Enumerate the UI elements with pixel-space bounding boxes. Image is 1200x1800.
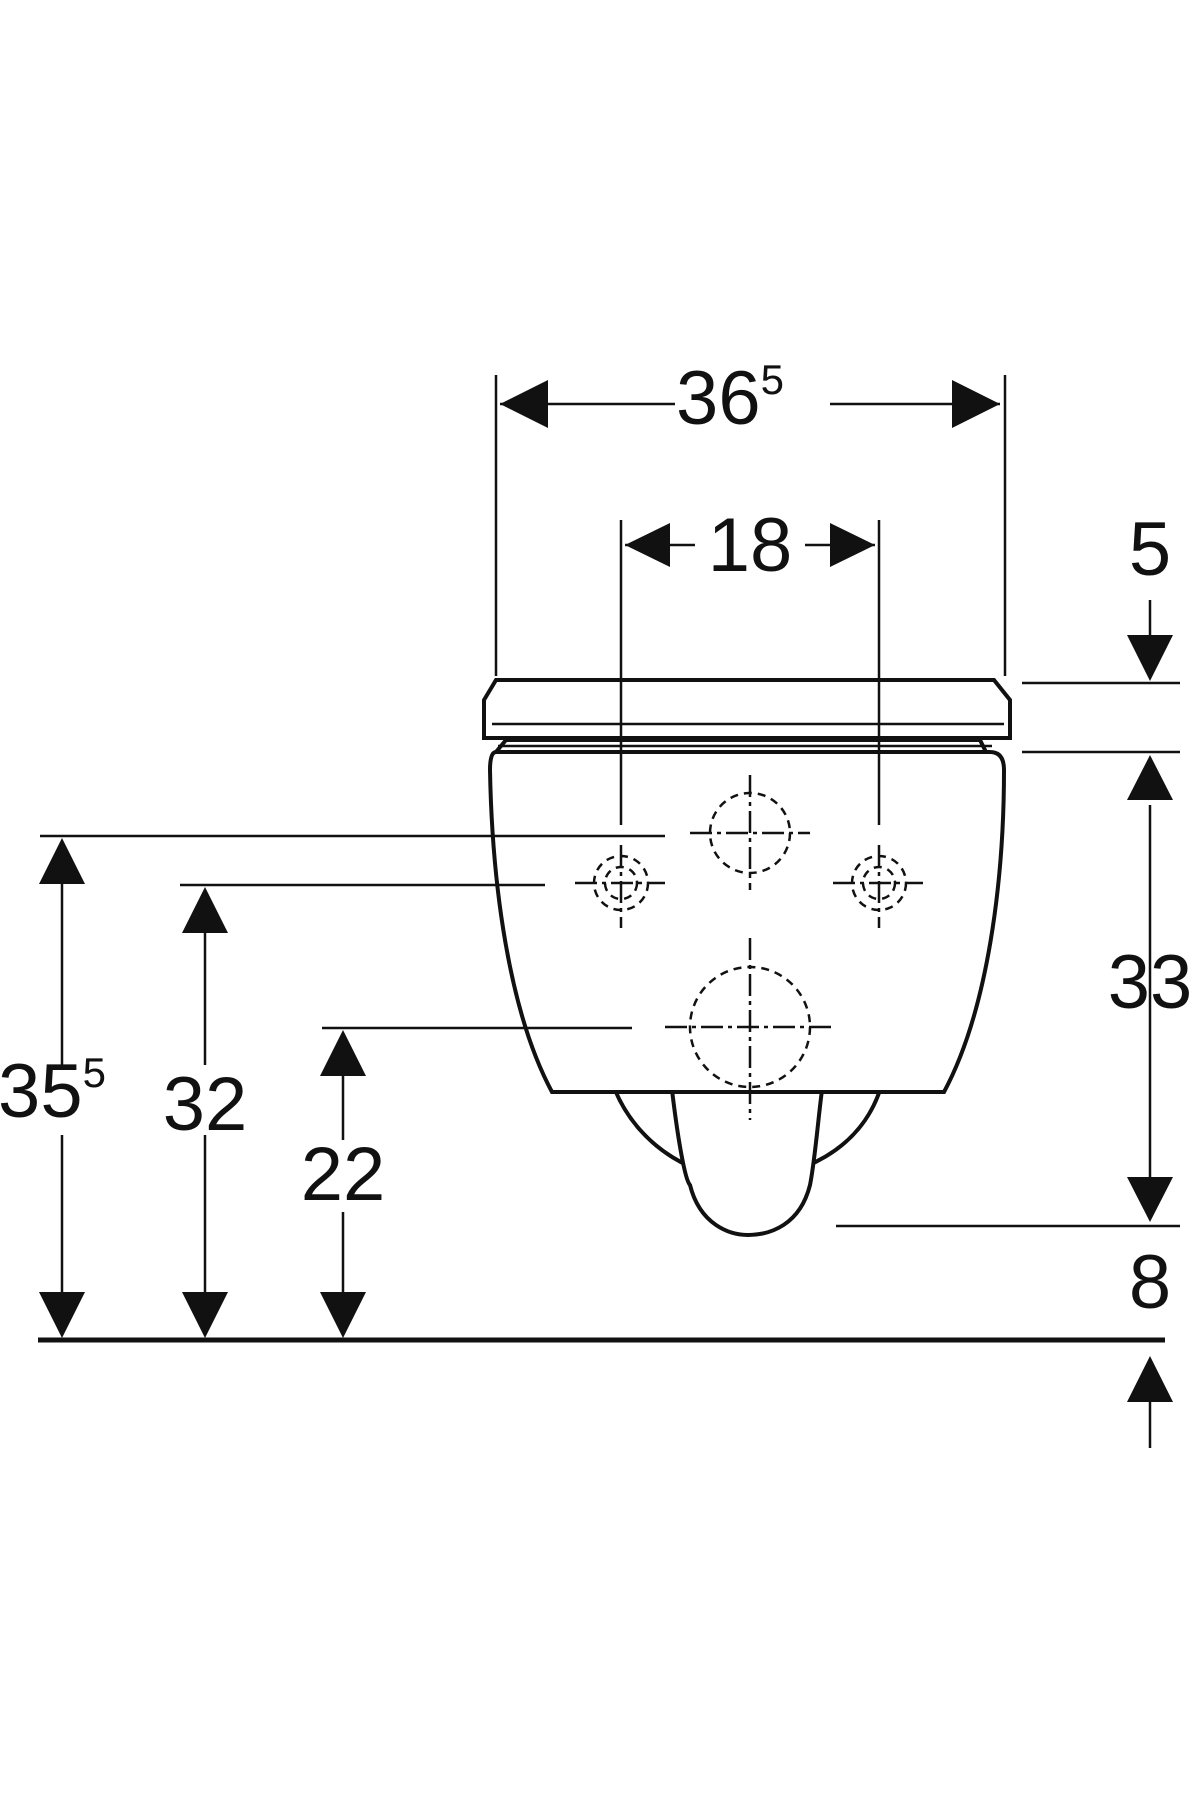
bowl-height-value: 33: [1108, 940, 1193, 1025]
overall-width-value: 36: [676, 356, 761, 441]
fixing-height-upper-fraction: 5: [83, 1049, 106, 1096]
overall-width-fraction: 5: [761, 356, 784, 403]
dimension-fixing-height-upper: 355: [0, 834, 665, 1338]
trap-inner: [669, 1088, 825, 1238]
seat-thickness-value: 5: [1129, 507, 1171, 592]
svg-text:365: 365: [676, 356, 784, 441]
fixing-height-lower-value: 32: [163, 1062, 248, 1147]
dimension-overall-width: 365: [494, 356, 1007, 676]
svg-text:355: 355: [0, 1049, 106, 1134]
dimension-fixing-spacing: 18: [619, 503, 881, 825]
dimension-seat-thickness: 5: [1022, 507, 1180, 754]
bowl-outline: [487, 750, 1007, 1094]
outlet-clearance-value: 8: [1129, 1240, 1171, 1325]
fixing-spacing-value: 18: [708, 503, 793, 588]
outlet-height-value: 22: [301, 1132, 386, 1217]
dimension-fixing-height-lower: 32: [163, 883, 545, 1338]
fixing-height-upper-value: 35: [0, 1049, 83, 1134]
dimension-outlet-height: 22: [301, 1026, 632, 1338]
dimension-bowl-height: 33: [836, 755, 1193, 1228]
dimension-outlet-clearance: 8: [1127, 1240, 1173, 1448]
toilet-body: [482, 678, 1012, 1238]
seat-lid: [482, 678, 1012, 740]
connection-markers: [575, 775, 923, 1120]
